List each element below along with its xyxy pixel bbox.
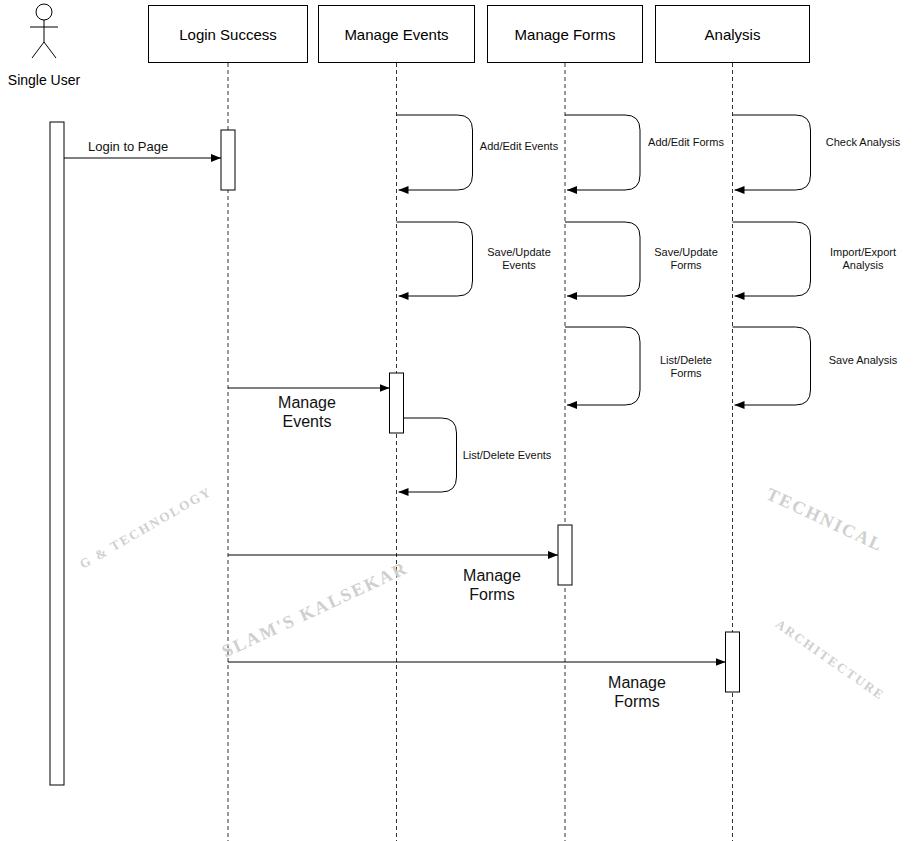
message-label: Add/Edit Forms bbox=[645, 136, 727, 149]
lifeline bbox=[396, 63, 397, 841]
activation-bar bbox=[50, 122, 64, 785]
message-label: Import/Export Analysis bbox=[815, 246, 911, 272]
message-label: Save/Update Events bbox=[478, 246, 560, 272]
message-label: List/Delete Forms bbox=[645, 354, 727, 380]
actor-name: Single User bbox=[2, 72, 86, 88]
lifeline-header: Manage Forms bbox=[487, 5, 643, 63]
stick-figure-part bbox=[36, 4, 52, 20]
activation-bar bbox=[726, 632, 740, 692]
message-arrow bbox=[228, 388, 390, 389]
header-title: Manage Forms bbox=[515, 26, 616, 43]
self-message bbox=[565, 327, 640, 405]
header-title: Analysis bbox=[705, 26, 761, 43]
self-message bbox=[399, 418, 457, 492]
watermark-text: SLAM'S KALSEKAR bbox=[219, 558, 411, 663]
message-label: Check Analysis bbox=[815, 136, 911, 149]
stick-figure-part bbox=[44, 20, 45, 42]
message-label: Save Analysis bbox=[815, 354, 911, 367]
message-label: Manage Forms bbox=[592, 673, 682, 711]
stick-figure-part bbox=[32, 42, 44, 58]
watermark-text: ARCHITECTURE bbox=[772, 616, 888, 704]
message-label: Add/Edit Events bbox=[478, 140, 560, 153]
message-label: Manage Events bbox=[262, 393, 352, 431]
self-message bbox=[397, 222, 473, 296]
self-message bbox=[397, 115, 473, 190]
self-message bbox=[565, 115, 640, 190]
self-message bbox=[565, 222, 640, 296]
lifeline bbox=[565, 63, 566, 841]
header-title: Login Success bbox=[179, 26, 277, 43]
lifeline-header: Manage Events bbox=[318, 5, 475, 63]
stick-figure-part bbox=[30, 27, 58, 28]
message-label: Login to Page bbox=[88, 139, 168, 155]
stick-figure bbox=[2, 0, 86, 62]
self-message bbox=[733, 115, 811, 190]
watermark-text: G & TECHNOLOGY bbox=[77, 484, 215, 573]
activation-bar bbox=[558, 525, 572, 585]
message-arrow bbox=[64, 158, 221, 159]
activation-bar bbox=[390, 373, 404, 433]
message-arrow bbox=[228, 555, 558, 556]
self-message bbox=[733, 222, 811, 296]
lifeline bbox=[732, 63, 733, 841]
self-message bbox=[733, 327, 811, 405]
message-label: Manage Forms bbox=[447, 566, 537, 604]
message-arrow bbox=[228, 662, 726, 663]
actor-figure: Single User bbox=[2, 0, 86, 92]
activation-bar bbox=[221, 130, 235, 190]
header-title: Manage Events bbox=[344, 26, 448, 43]
watermark-text: TECHNICAL bbox=[763, 484, 887, 557]
lifeline-header: Login Success bbox=[148, 5, 308, 63]
message-label: Save/Update Forms bbox=[645, 246, 727, 272]
message-label: List/Delete Events bbox=[462, 449, 552, 462]
stick-figure-part bbox=[44, 42, 56, 58]
lifeline-header: Analysis bbox=[655, 5, 810, 63]
